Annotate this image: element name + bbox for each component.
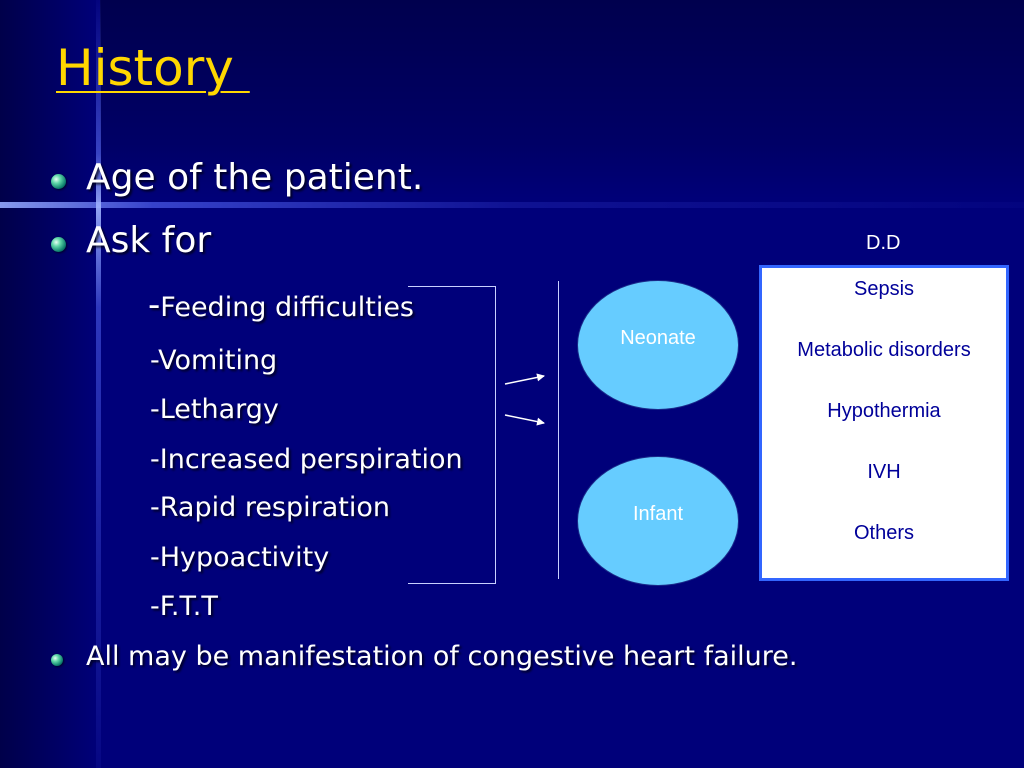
vertical-glow-line [96,0,101,768]
infant-label: Infant [632,502,684,525]
bullet-age-of-patient: Age of the patient. [86,157,424,198]
dd-item: Hypothermia [827,400,941,422]
arrow-to-neonate [504,373,545,385]
dd-item: Sepsis [853,278,915,300]
symptom-item: -Vomiting [150,345,278,376]
dd-item: Others [853,522,915,544]
bullet-icon [51,654,63,666]
background-left-band [0,0,100,768]
symptom-item: -Hypoactivity [150,542,330,573]
dd-heading: D.D [866,232,901,254]
infant-ellipse: Infant [577,456,739,586]
bullet-icon [51,237,66,252]
horizontal-glow-line [0,202,1024,208]
separator-line [558,281,559,579]
dd-item: IVH [867,461,901,483]
dd-item: Metabolic disorders [797,339,971,361]
symptom-item: -Increased perspiration [150,444,463,475]
symptom-bracket [408,286,496,584]
conclusion-text: All may be manifestation of congestive h… [86,641,798,672]
bullet-icon [51,174,66,189]
arrows-graphic [504,373,545,426]
symptom-label: Feeding difficulties [160,292,414,323]
slide-title: History [56,39,250,97]
neonate-ellipse: Neonate [577,280,739,410]
neonate-label: Neonate [620,326,696,349]
symptom-dash: - [148,285,161,325]
background-top-band [0,0,1024,205]
symptom-item: -Feeding difficulties [148,285,414,325]
symptom-item: -F.T.T [150,591,218,622]
arrow-to-infant [504,414,545,426]
symptom-item: -Rapid respiration [150,492,391,523]
bullet-ask-for: Ask for [86,220,212,261]
symptom-item: -Lethargy [150,394,279,425]
